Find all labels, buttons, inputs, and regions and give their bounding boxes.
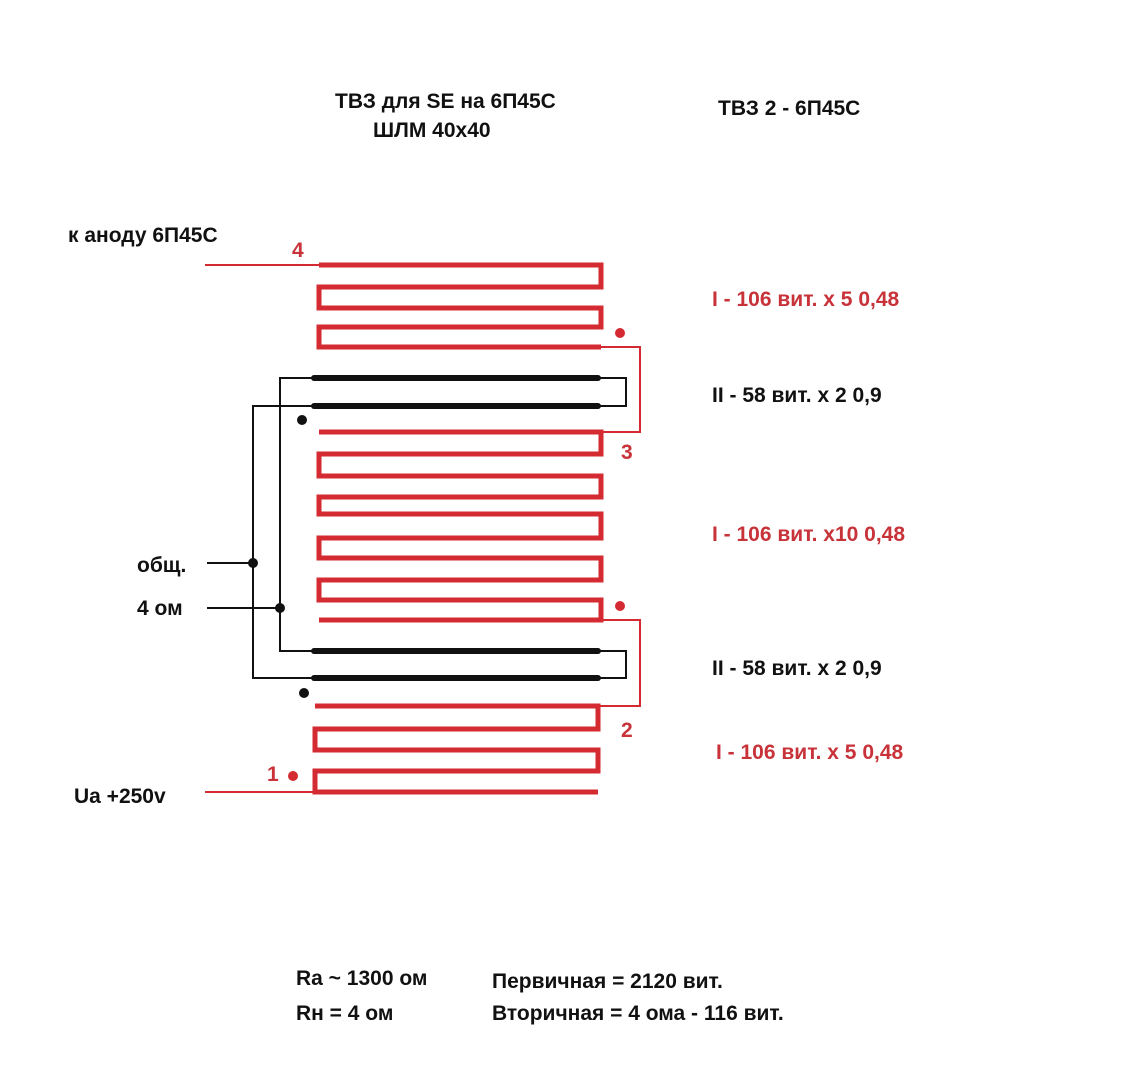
primary-link-mid-bottom	[315, 619, 641, 707]
out-4ohm-lead-label: 4 ом	[137, 597, 183, 620]
anode-lead-label: к аноду 6П45С	[68, 224, 218, 247]
primary-winding-mid	[316, 429, 604, 623]
summary-ra: Ra ~ 1300 ом	[296, 967, 427, 990]
summary-secondary: Вторичная = 4 ома - 116 вит.	[492, 1002, 784, 1025]
summary-primary: Первичная = 2120 вит.	[492, 970, 723, 993]
secondary-top-start-dot	[297, 415, 307, 425]
terminal-3-label: 3	[621, 441, 633, 464]
winding-secondary-bottom-label: II - 58 вит. х 2 0,9	[712, 657, 882, 680]
winding-primary-top-label: I - 106 вит. х 5 0,48	[712, 288, 900, 311]
secondary-bottom-loop	[598, 650, 627, 679]
title-line2: ШЛМ 40х40	[373, 119, 491, 142]
secondary-common-bus	[252, 405, 314, 679]
terminal-4-label: 4	[292, 239, 304, 262]
supply-lead-label: Ua +250v	[74, 785, 166, 808]
summary-rh: Rн = 4 ом	[296, 1002, 393, 1025]
winding-primary-bottom-label: I - 106 вит. х 5 0,48	[716, 741, 904, 764]
winding-secondary-top-label: II - 58 вит. х 2 0,9	[712, 384, 882, 407]
secondary-bottom-start-dot	[299, 688, 309, 698]
primary-winding-bottom	[312, 703, 601, 795]
primary-link-top-mid	[319, 346, 641, 433]
secondary-top-loop	[598, 377, 627, 407]
common-junction-dot	[248, 558, 258, 568]
primary-top-start-dot	[615, 328, 625, 338]
primary-winding-top	[316, 262, 604, 350]
secondary-4ohm-bus	[279, 377, 314, 652]
title-right: ТВЗ 2 - 6П45С	[718, 97, 860, 120]
terminal-1-dot	[288, 771, 298, 781]
winding-primary-mid-label: I - 106 вит. х10 0,48	[712, 523, 905, 546]
terminal-2-label: 2	[621, 719, 633, 742]
out-4ohm-junction-dot	[275, 603, 285, 613]
title-line1: ТВЗ для SE на 6П45С	[335, 90, 556, 113]
primary-mid-start-dot	[615, 601, 625, 611]
terminal-1-label: 1	[267, 763, 279, 786]
common-lead-label: общ.	[137, 554, 186, 577]
